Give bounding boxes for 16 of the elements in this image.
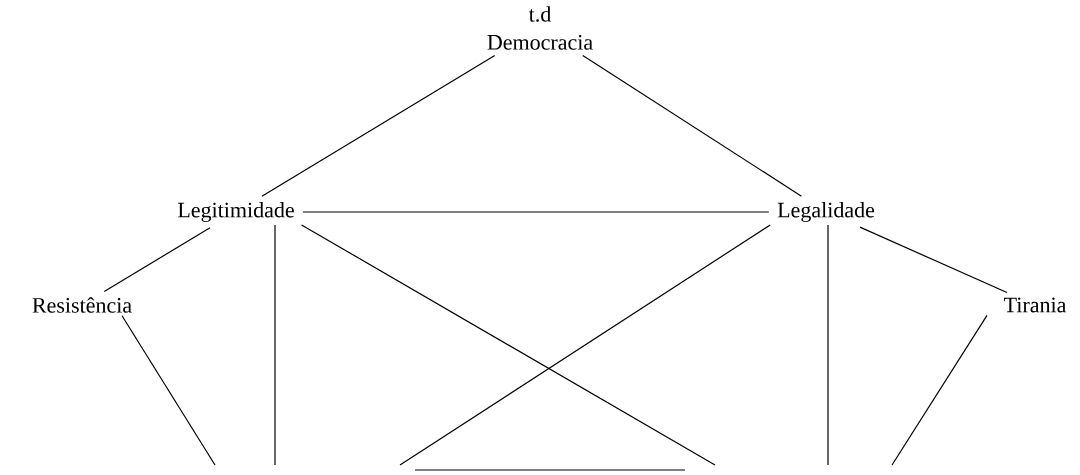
connector-line bbox=[274, 224, 276, 466]
connector-line bbox=[261, 54, 496, 197]
connector-line bbox=[302, 211, 770, 213]
node-label: Legalidade bbox=[777, 202, 875, 222]
node-label: Legitimidade bbox=[178, 202, 294, 222]
connector-line bbox=[103, 227, 211, 293]
connector-line bbox=[582, 54, 803, 197]
connector-line bbox=[399, 224, 771, 466]
node-label: t.d Democracia bbox=[487, 6, 593, 50]
connector-line bbox=[891, 314, 988, 466]
connector-line bbox=[121, 315, 216, 466]
connector-line bbox=[859, 226, 1008, 294]
connector-line bbox=[301, 224, 716, 466]
node-label: Tirania bbox=[1004, 297, 1067, 313]
connector-line bbox=[827, 224, 829, 466]
node-label: Resistência bbox=[32, 297, 132, 313]
